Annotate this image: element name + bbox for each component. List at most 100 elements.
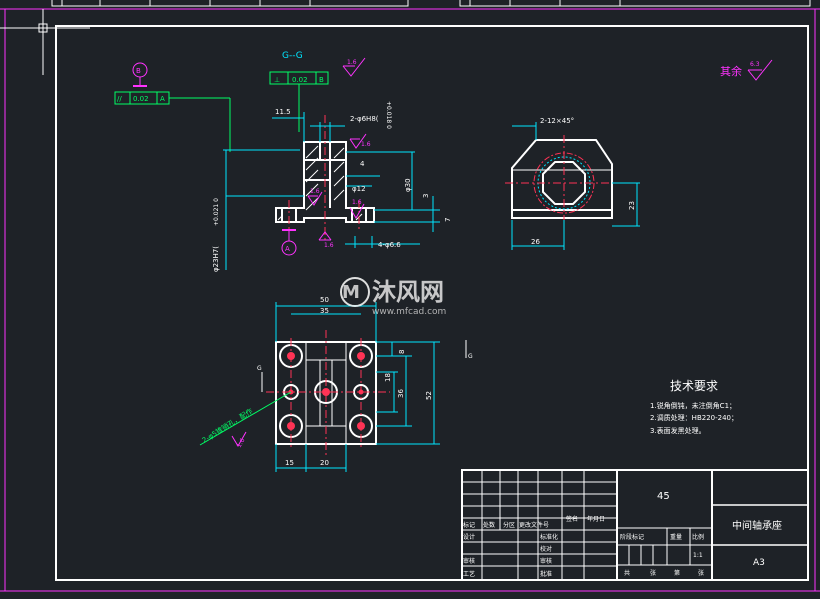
tb-approval: 批准	[540, 570, 552, 578]
dim-2-phi6h8-tol: +0.018 0	[385, 101, 392, 129]
dim-18: 18	[384, 373, 392, 382]
watermark-url: www.mfcad.com	[372, 307, 446, 317]
tb-total: 共	[624, 569, 630, 577]
tb-part-name: 中间轴承座	[732, 519, 782, 532]
tb-hdr-date: 年月日	[587, 515, 605, 523]
roughness-rest-prefix: 其余	[720, 64, 742, 78]
dim-4: 4	[360, 160, 365, 168]
datum-b-marker: B	[132, 62, 148, 87]
section-label: G--G	[282, 51, 303, 61]
crosshair-cursor[interactable]	[0, 9, 90, 75]
roughness-rest-value: 6.3	[750, 61, 760, 68]
roughness-mark-hole: 1.6	[349, 133, 371, 149]
tb-check: 审核	[540, 557, 552, 565]
dim-3: 3	[422, 194, 430, 198]
dim-phi23h7-tol: +0.021 0	[213, 198, 220, 226]
dim-2-phi6h8: 2-φ6H8(	[350, 115, 379, 123]
perp-tol-datum: B	[319, 76, 324, 84]
plan-view: 50 35 8 18 36 52 15 20 2-φ5锥销孔，配作 1.6 G …	[199, 296, 473, 472]
watermark: M 沐风网 www.mfcad.com	[340, 277, 446, 317]
datum-a-marker: A	[281, 229, 297, 256]
section-view-g-g: G--G ⊥ 0.02 B B // 0.02 A	[114, 51, 452, 272]
cut-plane-g-left: G	[257, 365, 262, 372]
dim-20: 20	[320, 459, 329, 467]
par-tol-datum: A	[160, 95, 165, 103]
perp-tol-value: 0.02	[292, 76, 308, 84]
dim-8: 8	[398, 350, 406, 354]
tb-hdr-count: 处数	[483, 521, 495, 529]
section-dimensions	[223, 112, 440, 270]
dim-36: 36	[397, 389, 405, 398]
tech-req-item-3: 3.表面发黑处理。	[650, 426, 706, 435]
par-tol-value: 0.02	[133, 95, 149, 103]
dim-pin-hole-note: 2-φ5锥销孔，配作	[200, 406, 254, 444]
tb-material: 45	[657, 491, 670, 502]
tech-req-item-1: 1.锐角倒钝，未注倒角C1；	[650, 401, 736, 410]
roughness-value-top: 1.6	[347, 59, 357, 66]
tb-sheet-size: A3	[753, 558, 765, 568]
dim-4-phi6-6: 4-φ6.6	[378, 241, 401, 249]
dim-35: 35	[320, 307, 329, 315]
datum-a-letter: A	[285, 245, 290, 253]
dim-15: 15	[285, 459, 294, 467]
tb-ratio: 比例	[692, 533, 704, 541]
roughness-value-web: 1.6	[310, 188, 320, 195]
dim-chamfer: 2-12×45°	[540, 117, 574, 125]
neighbour-sheet-left	[51, 0, 409, 7]
tb-role-review: 审核	[463, 557, 475, 565]
roughness-value-base: 1.6	[352, 199, 362, 206]
tech-req-item-2: 2.调质处理：HB220-240；	[650, 413, 738, 422]
tb-role-design: 设计	[463, 533, 475, 541]
tech-requirements: 技术要求 1.锐角倒钝，未注倒角C1； 2.调质处理：HB220-240； 3.…	[650, 379, 738, 435]
roughness-mark-web: 1.6	[307, 188, 323, 206]
neighbour-sheet-right	[459, 0, 811, 7]
tb-hdr-mark: 标记	[463, 521, 475, 529]
datum-b-letter: B	[136, 67, 141, 75]
tb-sheets-a: 张	[650, 569, 656, 577]
watermark-logo-mark: M	[342, 282, 360, 303]
roughness-value-foot: 1.6	[324, 242, 334, 249]
tb-scale: 1:1	[693, 552, 703, 559]
roughness-mark-foot: 1.6	[318, 231, 334, 249]
dim-52: 52	[425, 391, 433, 400]
tb-hdr-sign: 签名	[566, 515, 578, 523]
dim-23: 23	[628, 201, 636, 210]
dim-11-5: 11.5	[275, 108, 291, 116]
roughness-value-pin: 1.6	[236, 437, 247, 449]
tb-standardization: 标准化	[540, 533, 558, 541]
tb-weight: 重量	[670, 533, 682, 541]
dim-7: 7	[444, 218, 452, 222]
cut-plane-g-right: G	[468, 353, 473, 360]
tb-no: 第	[674, 569, 680, 577]
title-block: 45 中间轴承座 A3 1:1 标记 处数 分区 更改文件号 签名 年月日 设计…	[461, 469, 809, 581]
dim-26: 26	[531, 238, 540, 246]
dim-phi23h7: φ23H7(	[212, 246, 220, 272]
dim-50: 50	[320, 296, 329, 304]
roughness-mark-top: 1.6	[342, 57, 366, 77]
pin-hole-leader: 2-φ5锥销孔，配作 1.6	[199, 391, 292, 449]
roughness-value-hole: 1.6	[361, 141, 371, 148]
parallel-symbol: //	[117, 95, 122, 103]
drawing-frame	[55, 25, 809, 581]
cut-plane-g: G G	[257, 340, 473, 392]
dim-phi30: φ30	[404, 178, 412, 192]
roughness-rest-note: 其余 6.3	[720, 59, 773, 81]
parallelism-frame: // 0.02 A	[114, 91, 231, 152]
tb-role-process: 工艺	[463, 570, 475, 578]
tb-hdr-change-doc: 更改文件号	[519, 521, 549, 529]
side-view: 2-12×45° 23 26 其余 6.3	[505, 59, 773, 250]
tb-hdr-zone: 分区	[503, 521, 515, 529]
tb-stage-mark: 阶段标记	[620, 533, 644, 541]
roughness-mark-base: 1.6	[349, 199, 365, 219]
watermark-brand: 沐风网	[372, 278, 444, 306]
section-hatching	[277, 145, 363, 221]
dim-phi12: φ12	[352, 185, 366, 193]
tb-proofread: 校对	[540, 545, 552, 553]
tech-req-title: 技术要求	[670, 379, 718, 393]
tb-sheets-b: 张	[698, 569, 704, 577]
section-center-lines	[288, 115, 360, 240]
perpendicular-symbol: ⊥	[274, 76, 280, 84]
perpendicularity-frame: ⊥ 0.02 B	[269, 71, 329, 132]
